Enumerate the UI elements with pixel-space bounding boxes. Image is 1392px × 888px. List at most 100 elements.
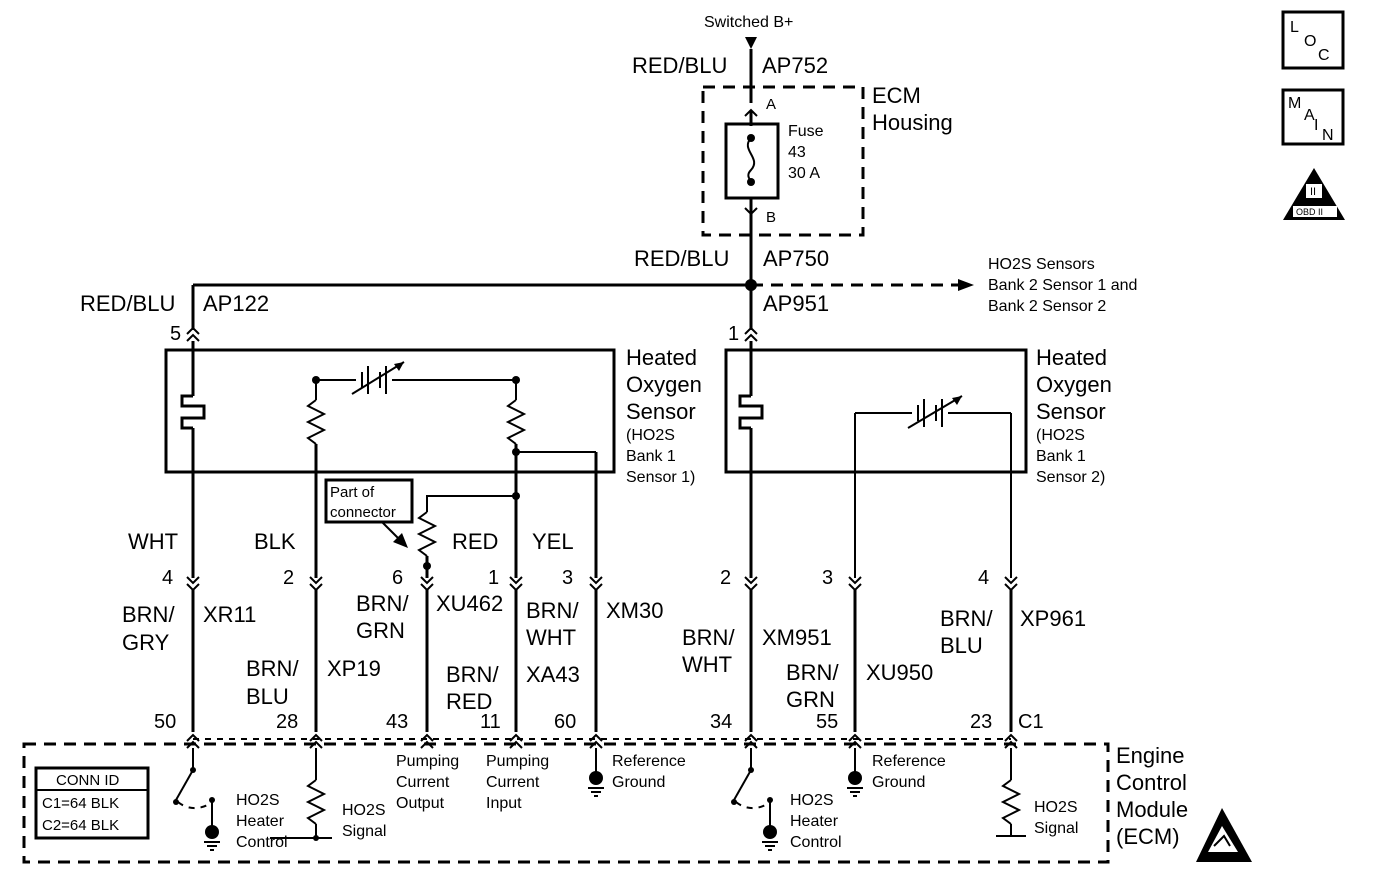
pump-in-line1: Pumping [486,753,549,770]
connector-resistor-icon [416,511,438,557]
signal-resistor-2-icon [1000,779,1022,825]
ref-gnd-1-line2: Ground [612,774,665,791]
heater-ground-1-icon [204,841,220,851]
pump-out-line2: Current [396,774,450,791]
ecm-box [22,742,1110,864]
ecm-label-4: (ECM) [1116,824,1180,849]
sensor2-box [724,348,1028,474]
wire-color-ap752: RED/BLU [632,53,727,78]
circuit-xu462: XU462 [436,591,503,616]
sensor2-pin-3: 4 [978,567,989,589]
ecm-pin-28: 28 [276,711,298,733]
ref-gnd-1-line1: Reference [612,753,686,770]
ecm-label-2: Control [1116,770,1187,795]
sensor2-heater-icon [738,394,764,430]
sensor1-name-6: Sensor 1) [626,469,695,486]
circuit-xp961: XP961 [1020,606,1086,631]
ecm-pin-55: 55 [816,711,838,733]
ecm-wire-color-xm30-1: BRN/ [526,598,579,623]
sensor2-name-1: Heated [1036,345,1107,370]
svg-text:OBD II: OBD II [1296,207,1323,217]
sensor1-pin-4: 1 [488,567,499,589]
conn-id-c2: C2=64 BLK [42,817,119,834]
ecm-label-3: Module [1116,797,1188,822]
ecm-housing-label-2: Housing [872,110,953,135]
ecm-connector-c1: C1 [1018,711,1044,733]
ref-ground-2-icon [847,787,863,797]
conn-id-c1: C1=64 BLK [42,795,119,812]
ecm-wire-color-xa43-1: BRN/ [446,662,499,687]
ecm-wire-color-xm30-2: WHT [526,625,576,650]
signal-2-line2: Signal [1034,820,1078,837]
sensor1-pin-2: 2 [283,567,294,589]
heater-ctrl-1-line2: Heater [236,813,285,830]
sensor1-heater-icon [180,394,206,430]
sensor1-name-3: Sensor [626,399,696,424]
sensor1-wire-color-2: BLK [254,529,296,554]
ecm-wire-color-xm951-1: BRN/ [682,625,735,650]
part-of-connector-1: Part of [330,484,375,501]
ecm-wire-color-xp19-2: BLU [246,684,289,709]
ecm-wire-color-xu950-1: BRN/ [786,660,839,685]
sensor2-name-3: Sensor [1036,399,1106,424]
circuit-xp19: XP19 [327,656,381,681]
ecm-housing-label-1: ECM [872,83,921,108]
fuse-element-icon [746,137,756,183]
ecm-wire-color-xm951-2: WHT [682,652,732,677]
sensor1-resistor-1-icon [305,399,327,445]
ecm-wire-color-xu462-1: BRN/ [356,591,409,616]
signal-resistor-1-icon [305,779,327,825]
ecm-wire-color-xu462-2: GRN [356,618,405,643]
ecm-housing-box [701,85,865,237]
sensor1-name-1: Heated [626,345,697,370]
circuit-ap752: AP752 [762,53,828,78]
sensor1-box [164,348,616,474]
svg-text:A: A [1304,107,1315,124]
sensor1-pin-1: 4 [162,567,173,589]
sensor2-pin-power: 1 [728,323,739,345]
offpage-arrow-icon [958,279,974,291]
sensor2-name-6: Sensor 2) [1036,469,1105,486]
part-of-connector-box [324,478,414,524]
ecm-pin-43: 43 [386,711,408,733]
heater-switch-2-icon [733,769,752,801]
pump-out-line3: Output [396,795,445,812]
ecm-wire-color-xp961-1: BRN/ [940,606,993,631]
ecm-wire-color-xp961-2: BLU [940,633,983,658]
ecm-wire-color-xu950-2: GRN [786,687,835,712]
signal-1-line2: Signal [342,823,386,840]
pump-out-line1: Pumping [396,753,459,770]
heater-ctrl-2-line2: Heater [790,813,839,830]
switched-b-plus-label: Switched B+ [704,14,793,31]
sensor2-pin-2: 3 [822,567,833,589]
sensor1-pin-5: 3 [562,567,573,589]
ecm-pin-50: 50 [154,711,176,733]
signal-1-line1: HO2S [342,802,386,819]
ecm-pin-34: 34 [710,711,732,733]
heater-ctrl-1-line3: Control [236,834,288,851]
fuse-name: Fuse [788,123,824,140]
ecm-wire-color-xa43-2: RED [446,689,492,714]
ecm-wire-color-xr11-2: GRY [122,630,170,655]
sensor1-resistor-2-icon [505,399,527,445]
ecm-wire-color-xr11-1: BRN/ [122,602,175,627]
svg-text:C: C [1318,47,1330,64]
ecm-label-1: Engine [1116,743,1185,768]
fuse-pin-b: B [766,209,776,226]
sensor2-cell-icon [917,399,943,427]
circuit-xa43: XA43 [526,662,580,687]
sensor1-cell-icon [361,366,387,394]
pointer-arrow-icon [393,533,408,548]
obd-ii-icon: II OBD II [1283,168,1345,220]
sensor1-wire-color-5: YEL [532,529,574,554]
sensor1-pin-power: 5 [170,323,181,345]
circuit-xu950: XU950 [866,660,933,685]
circuit-xm951: XM951 [762,625,832,650]
sensor2-name-5: Bank 1 [1036,448,1086,465]
signal-2-line1: HO2S [1034,799,1078,816]
sensor1-name-2: Oxygen [626,372,702,397]
circuit-xr11: XR11 [203,602,256,627]
svg-text:II: II [1310,186,1316,198]
power-arrow-icon [745,37,757,49]
